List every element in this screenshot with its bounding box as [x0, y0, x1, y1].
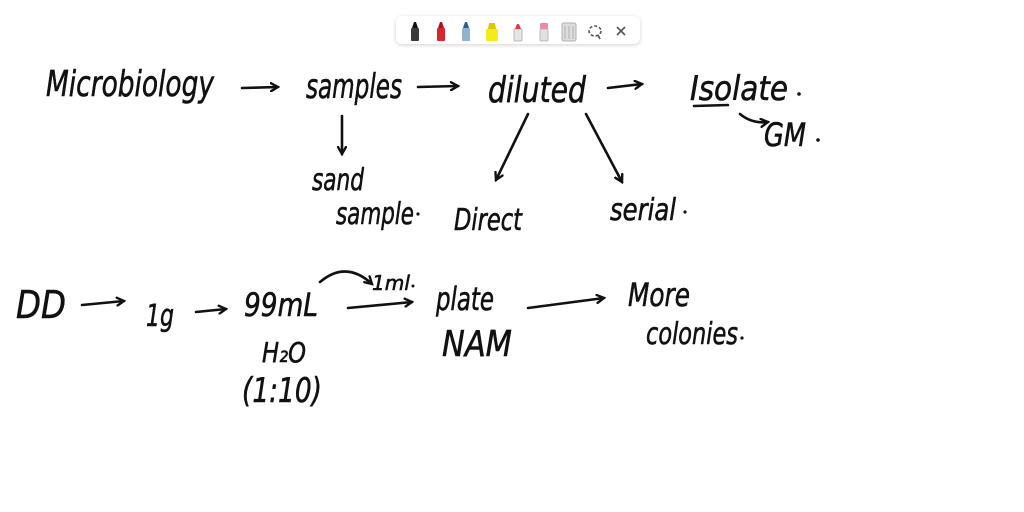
close-icon	[616, 26, 626, 36]
h2o-text: H₂O	[262, 336, 306, 369]
gm-text: GM	[764, 116, 806, 154]
red-marker-icon	[436, 22, 445, 41]
pink-eraser-icon	[539, 23, 549, 42]
white-marker-icon	[513, 24, 523, 42]
samples-text: samples	[306, 67, 402, 107]
diluted-text: diluted	[488, 70, 587, 111]
microbiology-text: Microbiology	[46, 64, 215, 105]
blue-marker-tool[interactable]	[456, 18, 476, 42]
arrow-diluted-to-isolate	[606, 84, 642, 88]
one-ml-period	[411, 284, 415, 288]
volume-text: 99mL	[244, 286, 318, 324]
yellow-highlighter-icon	[486, 23, 499, 41]
arrow-samples-to-diluted	[416, 86, 458, 87]
direct-text: Direct	[454, 203, 523, 238]
colonies-text: colonies	[646, 317, 738, 352]
red-marker-tool[interactable]	[431, 18, 451, 42]
arrow-isolate-to-gm	[738, 112, 768, 122]
one-ml-text: 1ml	[372, 271, 410, 295]
blue-marker-icon	[462, 22, 471, 41]
drawing-toolbar	[396, 16, 640, 44]
isolate-period	[797, 92, 801, 96]
yellow-highlighter-tool[interactable]	[482, 18, 502, 42]
nam-text: NAM	[442, 324, 512, 365]
arrow-99ml-to-plate	[346, 302, 412, 310]
arrow-microbiology-to-samples	[240, 87, 278, 88]
close-button[interactable]	[611, 18, 631, 42]
arrow-1g-to-99ml	[194, 309, 226, 312]
sand-text: sand	[312, 163, 365, 198]
lasso-icon	[588, 25, 603, 40]
black-marker-icon	[410, 22, 419, 41]
dd-text: DD	[16, 283, 66, 327]
arrow-plate-to-more	[526, 298, 604, 310]
curved-arrow-1ml	[318, 270, 372, 284]
sample-period	[416, 212, 420, 216]
gm-period	[816, 138, 820, 142]
white-marker-tool[interactable]	[508, 18, 528, 42]
one-g-text: 1g	[146, 299, 174, 334]
arrow-dd-to-1g	[80, 301, 124, 305]
serial-text: serial	[610, 193, 677, 228]
isolate-text: Isolate	[690, 69, 788, 109]
serial-period	[683, 210, 687, 214]
more-text: More	[628, 276, 690, 314]
lasso-tool[interactable]	[585, 18, 605, 42]
eraser-icon	[561, 22, 577, 42]
sample-text: sample	[336, 197, 414, 232]
colonies-period	[740, 336, 744, 340]
arrow-diluted-to-serial	[584, 112, 622, 182]
arrow-diluted-to-direct	[496, 112, 530, 180]
plate-text: plate	[435, 280, 494, 318]
ratio-text: (1:10)	[242, 371, 322, 411]
black-marker-tool[interactable]	[405, 18, 425, 42]
isolate-underline	[692, 103, 730, 108]
eraser-tool[interactable]	[559, 18, 579, 42]
pink-eraser-tool[interactable]	[534, 18, 554, 42]
